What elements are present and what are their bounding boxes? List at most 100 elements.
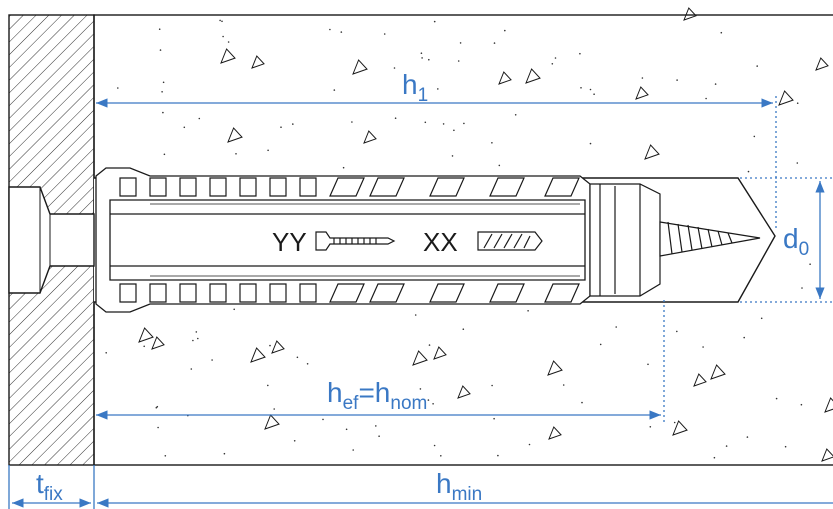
aggregate-dot [459,42,462,44]
aggregate-triangle [457,385,471,399]
aggregate-dot [514,114,517,116]
plug-rib [329,283,365,303]
aggregate-dot [414,314,417,316]
mark-xx: XX [423,227,458,257]
plug-rib [119,283,137,303]
aggregate-dot [269,344,271,347]
aggregate-dot [720,31,723,34]
plug-rib [119,177,137,197]
aggregate-dot [221,20,223,23]
aggregate-triangle [644,144,660,160]
aggregate-dot [641,77,644,79]
aggregate-dot [784,445,787,448]
aggregate-dot [375,425,377,427]
plug-rib [369,177,405,197]
aggregate-dot [437,88,439,90]
aggregate-dot [799,245,802,248]
aggregate-dot [756,65,758,67]
plug-rib [209,283,227,303]
aggregate-dot [329,28,331,31]
concrete-aggregate [105,7,833,462]
aggregate-dot [589,88,592,91]
plug-rib [239,283,257,303]
aggregate-dot [342,166,345,169]
aggregate-dot [809,263,811,266]
aggregate-dot [195,331,198,333]
aggregate-dot [155,406,158,409]
aggregate-dot [393,67,396,69]
aggregate-dot [421,57,423,59]
aggregate-dot [162,111,164,114]
aggregate-dot [579,52,581,55]
aggregate-dot [463,122,465,125]
aggregate-dot [223,452,226,455]
aggregate-triangle [672,420,688,436]
aggregate-dot [451,155,454,157]
aggregate-dot [227,41,230,43]
aggregate-dot [420,52,423,54]
aggregate-triangle [352,59,368,75]
aggregate-dot [527,310,529,312]
plug-rib [269,283,287,303]
aggregate-dot [462,328,465,331]
dimension-lines [8,96,833,509]
aggregate-dot [105,352,107,354]
aggregate-triangle [363,130,377,144]
aggregate-dot [143,345,145,348]
aggregate-dot [293,440,296,442]
aggregate-triangle [433,346,447,360]
plug-rib [489,283,525,303]
aggregate-dot [322,418,324,421]
screw-head [8,186,95,294]
plug-rib [179,283,197,303]
aggregate-triangle [227,127,243,143]
aggregate-dot [747,170,750,173]
mark-yy: YY [272,227,307,257]
aggregate-dot [753,135,756,138]
aggregate-triangle [412,350,428,366]
aggregate-dot [725,445,728,447]
aggregate-triangle [548,426,562,440]
aggregate-dot [383,33,386,35]
aggregate-dot [801,287,803,289]
aggregate-dot [760,317,763,320]
aggregate-dot [676,79,678,81]
aggregate-dot [352,449,355,451]
aggregate-triangle [151,336,165,350]
aggregate-dot [306,363,309,365]
aggregate-dot [528,443,531,446]
aggregate-dot [394,117,397,119]
aggregate-dot [453,129,455,132]
aggregate-dot [164,455,167,457]
aggregate-triangle [498,71,512,85]
plug-rib [429,283,465,303]
aggregate-dot [457,60,460,62]
plug-rib [149,283,167,303]
aggregate-dot [235,153,237,155]
plug-rib [299,177,317,197]
aggregate-dot [713,456,716,459]
aggregate-triangle [778,90,794,106]
aggregate-dot [183,126,186,129]
aggregate-dot [428,58,430,61]
aggregate-dot [440,455,442,457]
aggregate-dot [156,405,159,408]
plug-symbol-icon [477,231,543,251]
aggregate-dot [161,91,163,93]
aggregate-dot [211,359,213,361]
aggregate-dot [333,89,336,91]
aggregate-dot [424,121,427,124]
plug-rib [269,177,287,197]
aggregate-dot [427,399,430,401]
aggregate-triangle [138,327,154,343]
aggregate-dot [433,20,436,23]
plug-rib [239,177,257,197]
aggregate-dot [554,57,557,59]
aggregate-triangle [635,86,649,100]
aggregate-dot [746,436,749,438]
aggregate-dot [157,426,159,429]
aggregate-dot [190,368,193,370]
screw-symbol-icon [315,231,396,251]
aggregate-dot [192,339,194,342]
